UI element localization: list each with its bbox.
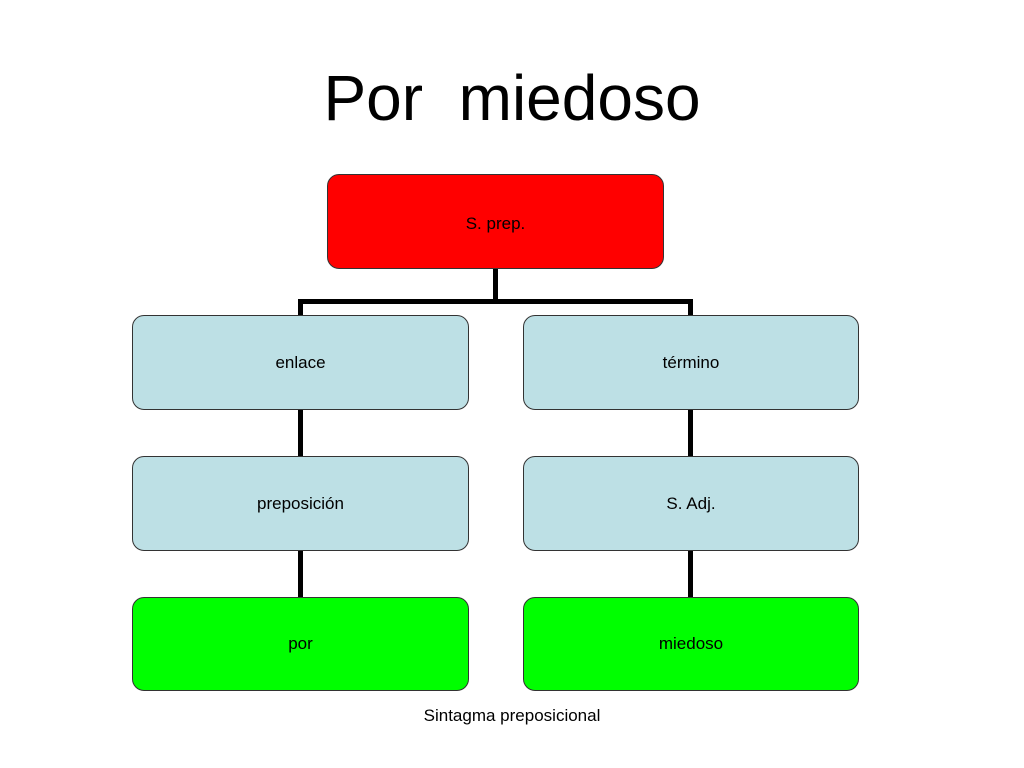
node-preposicion-label: preposición <box>257 493 344 513</box>
connector-enlace-preposicion <box>298 409 303 457</box>
connector-to-termino <box>688 299 693 316</box>
node-enlace-label: enlace <box>275 352 326 372</box>
slide-title: Por miedoso <box>323 62 701 134</box>
node-preposicion: preposición <box>132 456 469 551</box>
node-termino: término <box>523 315 859 410</box>
node-termino-label: término <box>662 352 720 372</box>
connector-to-enlace <box>298 299 303 316</box>
node-enlace: enlace <box>132 315 469 410</box>
node-miedoso: miedoso <box>523 597 859 691</box>
connector-termino-sadj <box>688 409 693 457</box>
node-s-prep-label: S. prep. <box>465 213 526 233</box>
node-por: por <box>132 597 469 691</box>
node-s-prep: S. prep. <box>327 174 664 269</box>
node-s-adj: S. Adj. <box>523 456 859 551</box>
connector-horizontal-bar <box>298 299 693 304</box>
connector-preposicion-por <box>298 550 303 598</box>
node-s-adj-label: S. Adj. <box>666 493 716 513</box>
node-por-label: por <box>288 634 313 653</box>
connector-root-stem <box>493 268 498 303</box>
connector-sadj-miedoso <box>688 550 693 598</box>
diagram-caption: Sintagma preposicional <box>423 706 601 725</box>
node-miedoso-label: miedoso <box>658 634 724 653</box>
